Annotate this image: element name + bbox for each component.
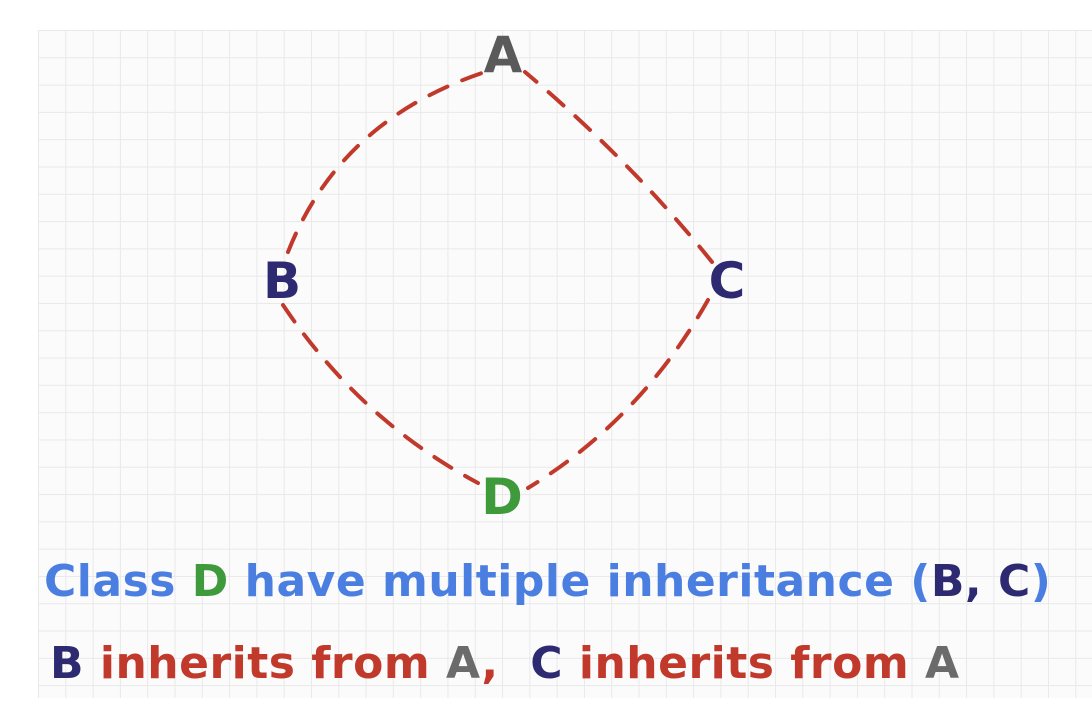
node-b: B bbox=[263, 252, 301, 310]
caption-open-paren: ( bbox=[910, 556, 931, 607]
node-d: D bbox=[481, 468, 523, 526]
caption2-inherits-from-1: inherits from bbox=[99, 638, 431, 689]
grid-background bbox=[38, 30, 1092, 698]
caption2-comma: , bbox=[481, 638, 499, 689]
caption2-class-b: B bbox=[50, 638, 85, 689]
edge-c-to-a bbox=[523, 70, 714, 264]
edge-b-to-a bbox=[286, 70, 487, 254]
caption-class-d: D bbox=[191, 556, 229, 607]
node-a: A bbox=[484, 26, 523, 84]
caption-inheritance-chain: B inherits from A, C inherits from A bbox=[50, 638, 960, 689]
node-c: C bbox=[709, 252, 746, 310]
caption-parent-c: C bbox=[997, 556, 1031, 607]
caption2-class-a-1: A bbox=[446, 638, 482, 689]
caption2-inherits-from-2: inherits from bbox=[578, 638, 910, 689]
caption-multiple-inheritance: Class D have multiple inheritance (B, C) bbox=[44, 556, 1051, 607]
edge-c-to-d bbox=[526, 298, 710, 490]
caption-parent-b: B bbox=[930, 556, 965, 607]
caption-word-class: Class bbox=[44, 556, 176, 607]
caption-close-paren: ) bbox=[1030, 556, 1052, 607]
caption-comma: , bbox=[964, 556, 983, 607]
caption2-class-a-2: A bbox=[925, 638, 960, 689]
edge-b-to-d bbox=[281, 303, 480, 485]
caption2-class-c: C bbox=[530, 638, 564, 689]
caption-middle-text: have multiple inheritance bbox=[244, 556, 895, 607]
